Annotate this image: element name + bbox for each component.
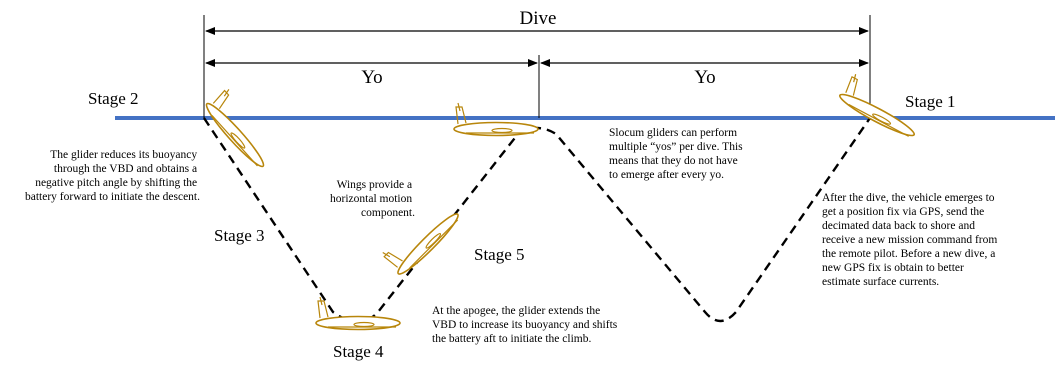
yo1-label: Yo bbox=[361, 67, 382, 88]
stage1-label: Stage 1 bbox=[905, 92, 956, 111]
glider-stage2 bbox=[201, 85, 284, 172]
stage1-annotation: After the dive, the vehicle emerges to g… bbox=[822, 192, 1000, 288]
wings-annotation: Wings provide a horizontal motion compon… bbox=[330, 179, 415, 219]
yos-annotation: Slocum gliders can perform multiple “yos… bbox=[609, 127, 745, 181]
apogee-annotation: At the apogee, the glider extends the VB… bbox=[432, 305, 620, 345]
stage2-label: Stage 2 bbox=[88, 89, 139, 108]
yo2-label: Yo bbox=[694, 67, 715, 88]
stage3-label: Stage 3 bbox=[214, 226, 265, 245]
stage2-annotation: The glider reduces its buoyancy through … bbox=[25, 149, 200, 203]
glider-trajectory bbox=[203, 117, 871, 324]
stage4-label: Stage 4 bbox=[333, 342, 384, 361]
glider-stage4 bbox=[315, 296, 401, 331]
stage5-label: Stage 5 bbox=[474, 245, 525, 264]
dive-label: Dive bbox=[520, 8, 557, 29]
